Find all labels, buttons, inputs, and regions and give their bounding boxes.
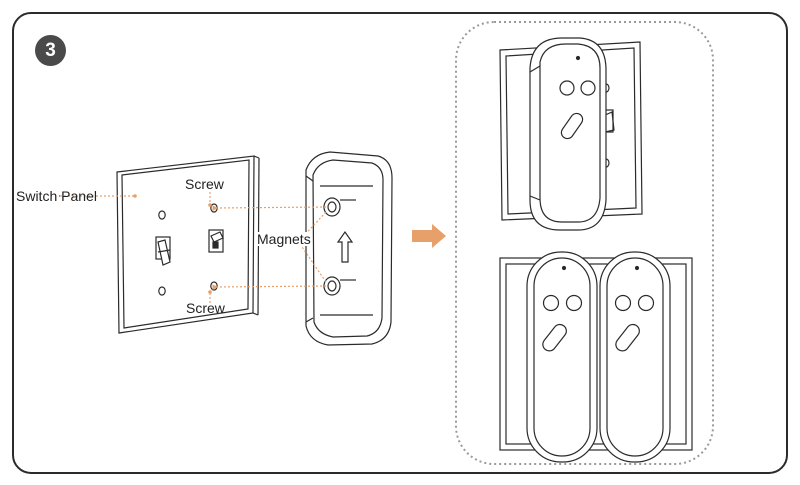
magnetic-backplate [305, 151, 393, 346]
callout-dot [208, 203, 212, 207]
outer-frame [12, 12, 788, 474]
switch-panel-label: Switch Panel [16, 188, 97, 204]
callout-dot [208, 290, 212, 294]
mounted-remote-single [499, 37, 643, 231]
arrow-right-icon [412, 224, 446, 248]
callout-dot [133, 194, 137, 198]
screw-label-top: Screw [185, 176, 224, 192]
magnets-label: Magnets [256, 231, 312, 247]
callout-lines [60, 192, 327, 304]
step-number-badge: 3 [35, 35, 66, 66]
screw-label-bottom: Screw [186, 300, 225, 316]
arrow-up-icon [336, 230, 354, 263]
result-region [455, 21, 714, 465]
mounted-remote-double [499, 251, 693, 463]
